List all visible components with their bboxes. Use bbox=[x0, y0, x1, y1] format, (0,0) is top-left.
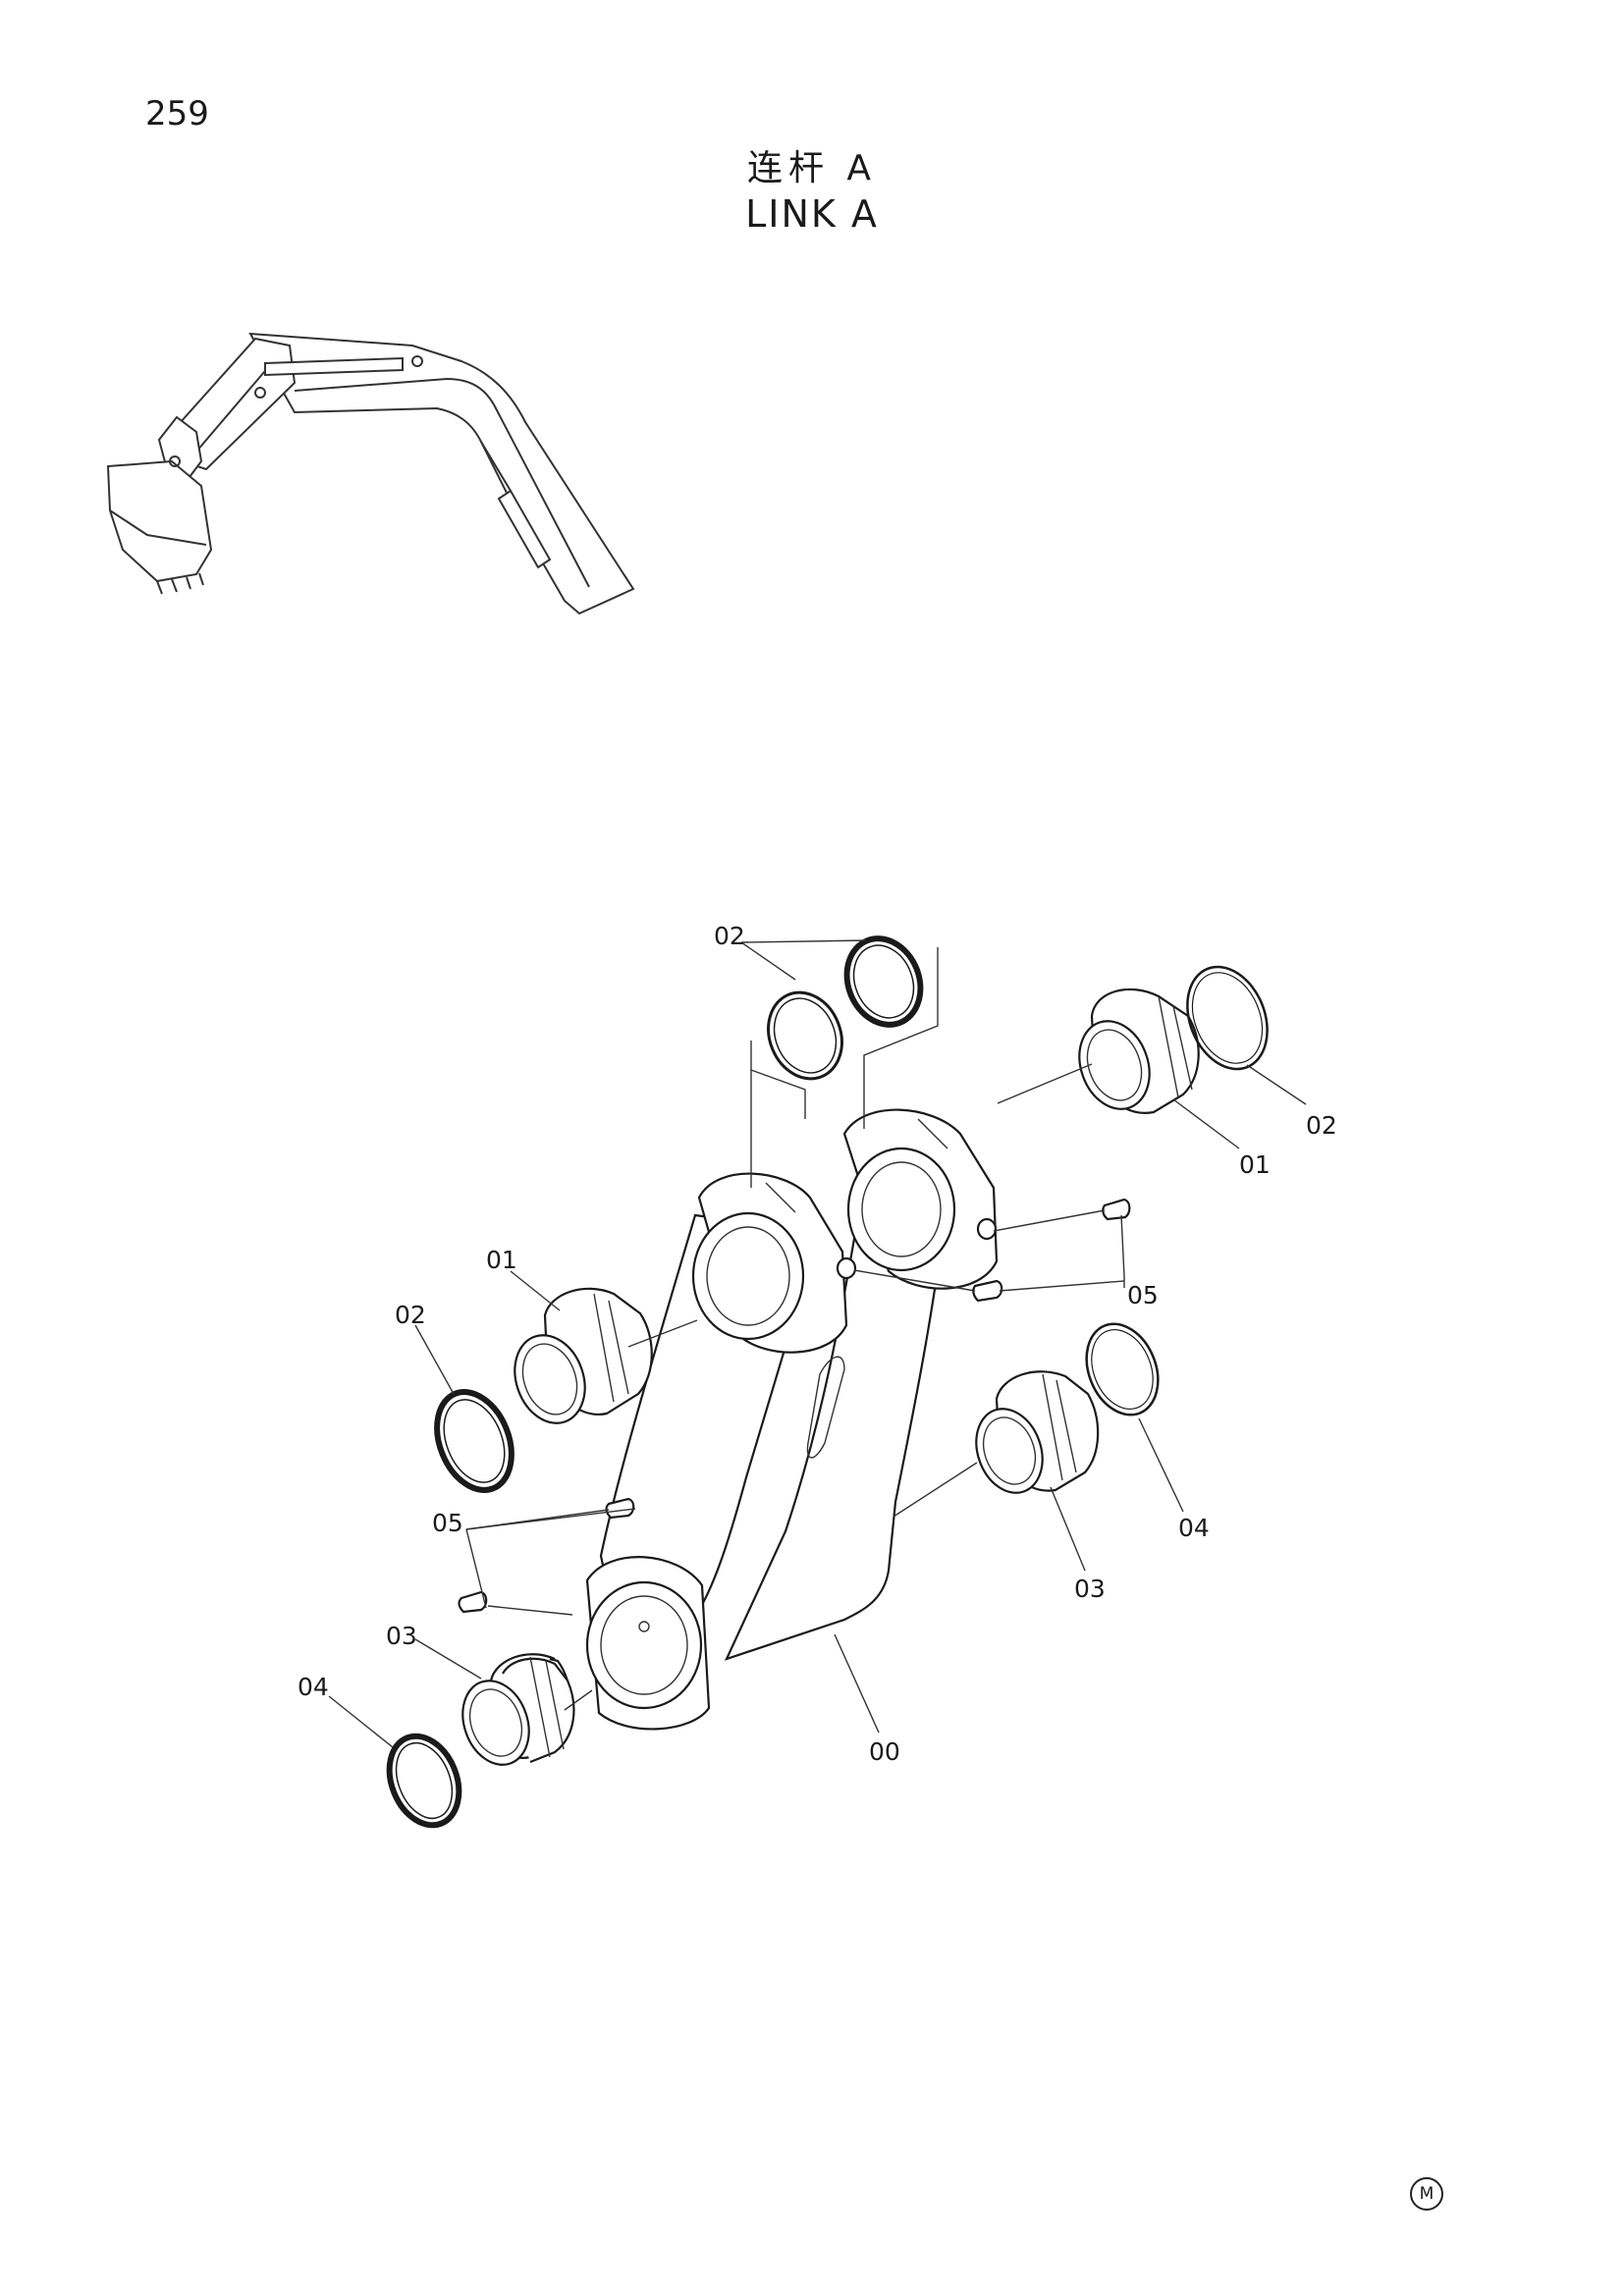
seal-ring-02-right bbox=[1186, 965, 1269, 1071]
callout-00: 00 bbox=[869, 1737, 900, 1766]
seal-ring-04-right bbox=[1085, 1322, 1160, 1416]
callout-02-top: 02 bbox=[714, 922, 745, 950]
manufacturer-mark: M bbox=[1410, 2177, 1443, 2211]
callout-03-left: 03 bbox=[386, 1622, 417, 1650]
seal-rings-top bbox=[750, 935, 939, 1188]
callout-03-right: 03 bbox=[1074, 1575, 1106, 1603]
bushing-01-right bbox=[1078, 988, 1200, 1114]
bushing-03-left bbox=[461, 1653, 575, 1766]
link-a-body bbox=[585, 1108, 999, 1731]
callout-01-right: 01 bbox=[1239, 1150, 1271, 1179]
callout-02-right: 02 bbox=[1306, 1111, 1337, 1140]
callout-02-left: 02 bbox=[395, 1301, 426, 1329]
bushing-01-left bbox=[514, 1287, 653, 1424]
bushing-03-right bbox=[975, 1370, 1100, 1494]
grease-fittings-05 bbox=[458, 1198, 1131, 1614]
callout-01-left: 01 bbox=[486, 1246, 517, 1274]
page-number: 259 bbox=[145, 94, 209, 133]
callout-05-left: 05 bbox=[432, 1509, 463, 1537]
seal-ring-04-left bbox=[386, 1733, 462, 1829]
callout-04-right: 04 bbox=[1178, 1514, 1210, 1542]
leader-lines bbox=[328, 939, 1307, 1748]
excavator-thumbnail bbox=[106, 332, 635, 615]
seal-ring-02-left bbox=[434, 1389, 514, 1493]
title-chinese: 连杆 A bbox=[746, 148, 878, 188]
callout-05-right: 05 bbox=[1127, 1281, 1159, 1309]
callout-04-left: 04 bbox=[298, 1673, 329, 1701]
callout-labels: 02 02 01 05 01 02 05 03 04 04 03 00 bbox=[298, 922, 1337, 1766]
title-english: LINK A bbox=[745, 192, 879, 236]
